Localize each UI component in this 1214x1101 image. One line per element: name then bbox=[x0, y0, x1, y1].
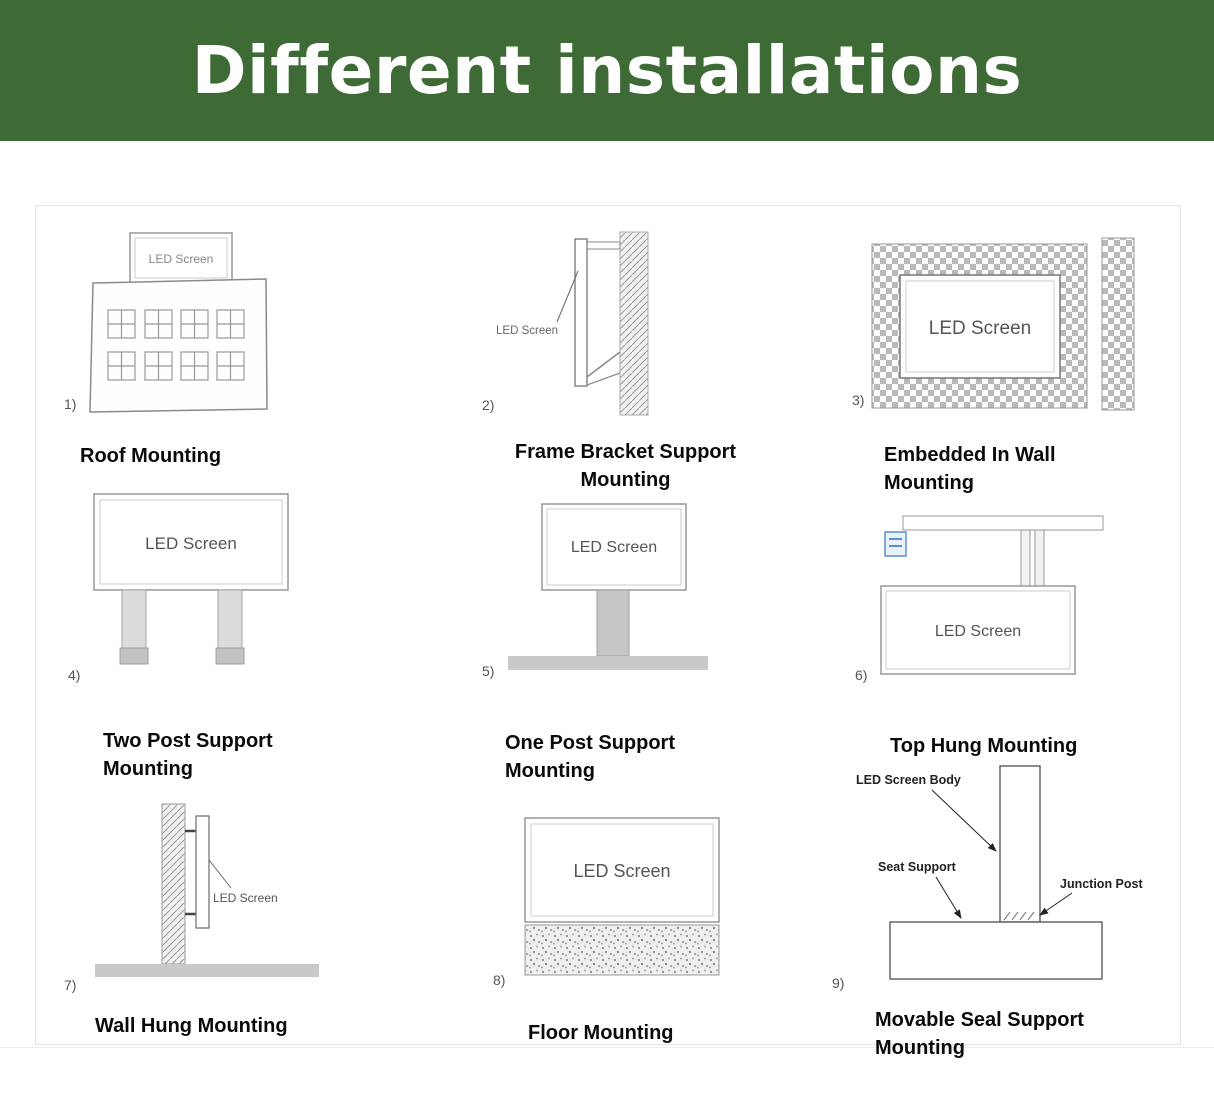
screen-label: LED Screen bbox=[935, 623, 1021, 640]
roof-led-screen-box: LED Screen bbox=[129, 232, 233, 284]
figure-number: 5) bbox=[482, 663, 494, 679]
screen-outer bbox=[541, 503, 687, 591]
blue-marker-icon bbox=[884, 531, 907, 557]
right-post bbox=[215, 589, 245, 665]
bottom-rule bbox=[0, 1047, 1214, 1048]
figure-number: 9) bbox=[832, 975, 844, 991]
wall bbox=[161, 803, 186, 965]
caption-top-hung: Top Hung Mounting bbox=[890, 735, 1078, 757]
roof-mounting-figure: LED Screen 1) bbox=[64, 232, 268, 413]
screen-label: LED Screen bbox=[149, 252, 214, 266]
leader-line bbox=[208, 859, 232, 889]
base bbox=[524, 924, 720, 976]
hanger-left bbox=[1020, 529, 1031, 589]
caption-floor-mounting: Floor Mounting bbox=[528, 1022, 674, 1044]
figure-number: 8) bbox=[493, 972, 505, 988]
frame-bracket-figure: LED Screen 2) bbox=[482, 231, 649, 416]
wall-hung-figure: LED Screen 7) bbox=[64, 803, 319, 993]
building bbox=[89, 278, 268, 413]
one-post-figure: LED Screen 5) bbox=[482, 503, 708, 679]
header-banner: Different installations bbox=[0, 0, 1214, 141]
screen-inner bbox=[530, 823, 714, 917]
caption-roof-mounting: Roof Mounting bbox=[80, 445, 222, 467]
junction-marks bbox=[1003, 911, 1035, 921]
movable-seal-figure: LED Screen Body Seat Support Junction Po… bbox=[832, 765, 1143, 991]
screen-inner bbox=[99, 499, 283, 585]
leader-line bbox=[556, 270, 579, 323]
figure-number: 3) bbox=[852, 392, 864, 408]
screen-label: LED Screen bbox=[573, 861, 670, 881]
ground bbox=[508, 656, 708, 670]
junction-label: Junction Post bbox=[1060, 877, 1143, 891]
seat-support bbox=[889, 921, 1103, 980]
figure-number: 2) bbox=[482, 397, 494, 413]
screen bbox=[195, 815, 210, 929]
caption-movable-seal: Movable Seal Support Mounting bbox=[875, 1009, 1084, 1060]
screen-inner bbox=[905, 280, 1055, 373]
ceiling-beam bbox=[902, 515, 1104, 531]
junction-arrow bbox=[1039, 892, 1073, 916]
building-windows bbox=[107, 309, 245, 381]
caption-frame-bracket: Frame Bracket Support Mounting bbox=[514, 441, 737, 492]
body-arrow bbox=[931, 789, 997, 852]
screen-label: LED Screen bbox=[213, 891, 278, 905]
seat-label: Seat Support bbox=[878, 860, 957, 874]
caption-wall-hung: Wall Hung Mounting bbox=[95, 1015, 288, 1037]
floor-mounting-figure: LED Screen 8) bbox=[493, 817, 720, 988]
caption-one-post: One Post Support Mounting bbox=[505, 732, 675, 783]
embedded-wall-figure: LED Screen 3) bbox=[852, 237, 1135, 411]
page-title: Different installations bbox=[191, 32, 1023, 109]
body-label: LED Screen Body bbox=[856, 773, 961, 787]
screen-label: LED Screen bbox=[496, 325, 558, 337]
screen-outer bbox=[524, 817, 720, 923]
figure-number: 1) bbox=[64, 396, 76, 412]
screen-inner bbox=[885, 590, 1071, 670]
wall bbox=[619, 231, 649, 416]
post bbox=[596, 589, 630, 657]
screen-inner bbox=[546, 508, 682, 586]
seat-arrow bbox=[935, 876, 962, 919]
ground bbox=[95, 964, 319, 977]
figure-number: 4) bbox=[68, 667, 80, 683]
screen-label: LED Screen bbox=[571, 539, 657, 556]
top-hung-figure: LED Screen 6) bbox=[855, 515, 1104, 683]
screen-label: LED Screen bbox=[145, 534, 237, 553]
caption-two-post: Two Post Support Mounting bbox=[103, 730, 273, 781]
screen-outer bbox=[93, 493, 289, 591]
wall-side-strip bbox=[1101, 237, 1135, 411]
hanger-right bbox=[1034, 529, 1045, 589]
figure-number: 6) bbox=[855, 667, 867, 683]
left-post bbox=[119, 589, 149, 665]
screen-body bbox=[999, 765, 1041, 923]
bracket-screen bbox=[574, 238, 621, 387]
screen-outer bbox=[880, 585, 1076, 675]
screen-label: LED Screen bbox=[929, 318, 1031, 339]
two-post-figure: LED Screen 4) bbox=[68, 493, 289, 683]
figure-number: 7) bbox=[64, 977, 76, 993]
caption-embedded-wall: Embedded In Wall Mounting bbox=[884, 444, 1056, 495]
screen-outer bbox=[899, 274, 1061, 379]
